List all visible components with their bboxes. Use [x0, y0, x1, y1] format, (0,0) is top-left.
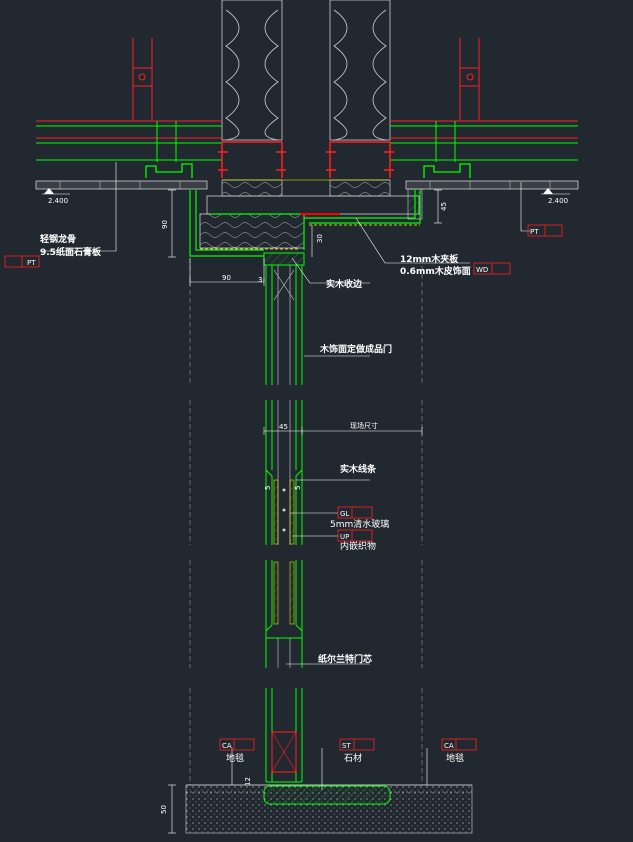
dim-50-floor: 50: [160, 805, 168, 814]
level-right: 2.400: [548, 197, 568, 205]
label-clear-glass: 5mm清水玻璃: [330, 518, 389, 530]
tag-pt-left: PT: [4, 255, 40, 268]
dim-90-horizontal: 90: [222, 274, 231, 282]
door-lower-section: [265, 560, 303, 668]
tag-ca-left: CA: [219, 738, 255, 751]
gypsum-board-right: [405, 180, 579, 190]
dim-12: 12: [244, 777, 252, 786]
dim-45-door: 45: [279, 423, 288, 431]
label-solid-wood-edge: 实木收边: [326, 278, 363, 290]
svg-text:WD: WD: [476, 266, 488, 274]
tag-ca-right: CA: [441, 738, 477, 751]
right-bracket: [407, 188, 423, 220]
door-leaf: [263, 252, 305, 385]
level-marker-left: [42, 188, 70, 195]
svg-text:PT: PT: [27, 259, 36, 267]
wall-track-right: [326, 141, 394, 178]
label-solid-wood-strip: 实木线条: [340, 463, 377, 475]
label-floor-mid: 石材: [344, 752, 362, 764]
ceiling-channel-lines: [36, 120, 578, 162]
label-veneer-06mm: 0.6mm木皮饰面: [400, 265, 471, 277]
level-left: 2.400: [48, 197, 68, 205]
dim-90-vertical: 90: [161, 220, 169, 229]
svg-text:CA: CA: [444, 742, 454, 750]
dim-45-right: 45: [440, 202, 448, 211]
keel-clip-left: [145, 163, 193, 178]
tag-gl: GL: [337, 506, 373, 519]
svg-text:UP: UP: [340, 533, 349, 541]
tag-wd: WD: [473, 262, 511, 275]
wall-track-left: [218, 141, 286, 178]
label-honeycomb-core: 纸尔兰特门芯: [318, 653, 372, 665]
tag-pt-right: PT: [527, 224, 563, 237]
door-bottom-section: [265, 688, 303, 783]
center-axis-lines: [189, 258, 423, 785]
label-wood-door: 木饰面定做成品门: [319, 343, 392, 355]
svg-text:PT: PT: [530, 228, 539, 236]
label-floor-right: 地毯: [446, 752, 464, 764]
label-veneer-12mm: 12mm木夹板: [400, 253, 459, 265]
dim-5-right: 5: [294, 486, 302, 490]
label-floor-left: 地毯: [226, 752, 244, 764]
label-light-steel-keel: 轻钢龙骨: [40, 233, 76, 245]
label-site-dimension: 现场尺寸: [350, 421, 378, 430]
svg-text:GL: GL: [340, 510, 349, 518]
keel-clip-right: [423, 163, 471, 178]
dim-30: 30: [316, 234, 324, 243]
level-marker-right: [541, 188, 570, 195]
dimension-lines: [168, 189, 442, 834]
wood-block-lintel: [199, 179, 420, 249]
door-mid-section: [265, 400, 303, 545]
label-gypsum-board: 9.5纸面石膏板: [40, 246, 102, 258]
leader-lines: [40, 162, 530, 790]
svg-text:CA: CA: [222, 742, 232, 750]
wall-insulation-left: [221, 0, 283, 141]
tag-st: ST: [339, 738, 375, 751]
tag-up: UP: [337, 529, 373, 542]
floor-section: [185, 784, 473, 834]
label-inner-fabric: 内嵌织物: [340, 540, 376, 552]
ceiling-hanger-right: [459, 38, 480, 120]
dim-5-left: 5: [264, 486, 272, 490]
gypsum-board-left: [35, 180, 208, 190]
svg-text:ST: ST: [342, 742, 351, 750]
ceiling-hanger-left: [132, 38, 153, 120]
dim-3: 3: [258, 276, 262, 284]
wall-insulation-right: [329, 0, 391, 141]
